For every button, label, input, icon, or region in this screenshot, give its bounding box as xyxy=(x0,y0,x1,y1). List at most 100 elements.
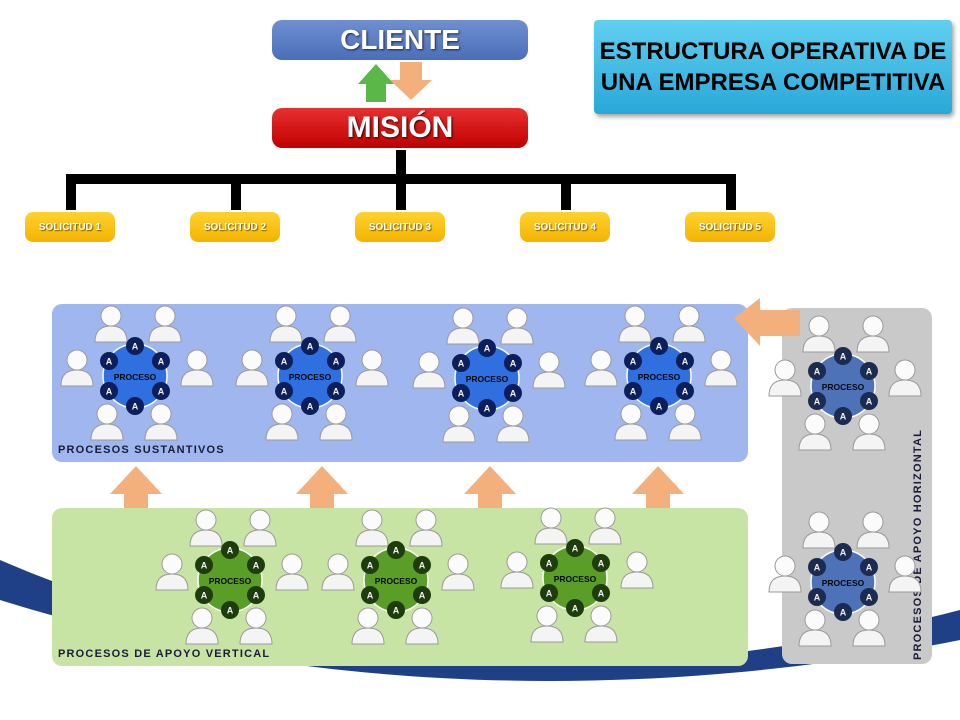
activity-node: A xyxy=(624,382,643,400)
person-icon xyxy=(180,349,214,387)
person-icon xyxy=(265,403,299,441)
activity-node-label: A xyxy=(367,561,374,571)
activity-node-label: A xyxy=(253,591,260,601)
activity-node-label: A xyxy=(201,561,208,571)
activity-node: A xyxy=(503,354,522,372)
activity-node-label: A xyxy=(840,352,847,362)
person-icon xyxy=(441,553,475,591)
person-icon xyxy=(355,509,389,547)
arrow-up-icon xyxy=(110,466,162,508)
activity-node-label: A xyxy=(572,544,579,554)
person-icon xyxy=(500,551,534,589)
solicitud-2: SOLICITUD 2 xyxy=(190,212,280,242)
activity-node: A xyxy=(859,558,878,576)
activity-node: A xyxy=(361,586,380,604)
activity-node: A xyxy=(834,347,852,365)
activity-node: A xyxy=(151,352,170,370)
activity-node: A xyxy=(387,601,405,619)
activity-node-label: A xyxy=(814,593,821,603)
activity-node-label: A xyxy=(281,387,288,397)
process-label: PROCESO xyxy=(375,576,418,586)
activity-node: A xyxy=(275,352,294,370)
activity-node: A xyxy=(808,392,827,410)
person-icon xyxy=(798,609,832,647)
activity-node-label: A xyxy=(227,606,234,616)
activity-node: A xyxy=(221,601,239,619)
activity-node: A xyxy=(591,554,610,572)
activity-node: A xyxy=(100,352,119,370)
activity-node-label: A xyxy=(630,387,637,397)
activity-node: A xyxy=(100,382,119,400)
activity-node-label: A xyxy=(546,589,553,599)
activity-node: A xyxy=(540,584,559,602)
activity-node-label: A xyxy=(866,563,873,573)
label-procesos-sustantivos: PROCESOS SUSTANTIVOS xyxy=(58,444,225,456)
activity-node-label: A xyxy=(840,608,847,618)
activity-node: A xyxy=(275,382,294,400)
person-icon xyxy=(412,351,446,389)
person-icon xyxy=(442,405,476,443)
person-icon xyxy=(351,607,385,645)
activity-node: A xyxy=(650,397,668,415)
activity-node: A xyxy=(834,603,852,621)
activity-node: A xyxy=(301,337,319,355)
activity-node-label: A xyxy=(546,559,553,569)
activity-node-label: A xyxy=(307,402,314,412)
activity-node-label: A xyxy=(572,604,579,614)
activity-node: A xyxy=(412,556,431,574)
title-line-1: ESTRUCTURA OPERATIVA DE xyxy=(599,38,947,65)
activity-node: A xyxy=(859,588,878,606)
person-icon xyxy=(185,607,219,645)
activity-node-label: A xyxy=(510,359,517,369)
activity-node: A xyxy=(808,558,827,576)
process-label: PROCESO xyxy=(822,382,865,392)
person-icon xyxy=(620,551,654,589)
activity-node-label: A xyxy=(393,606,400,616)
person-icon xyxy=(802,511,836,549)
activity-node-label: A xyxy=(866,367,873,377)
activity-node-label: A xyxy=(132,342,139,352)
person-icon xyxy=(856,315,890,353)
activity-node-label: A xyxy=(393,546,400,556)
person-icon xyxy=(584,349,618,387)
activity-node: A xyxy=(566,599,584,617)
title-line-2: UNA EMPRESA COMPETITIVA xyxy=(600,69,946,96)
person-icon xyxy=(60,349,94,387)
person-icon xyxy=(534,507,568,545)
person-icon xyxy=(614,403,648,441)
activity-node-label: A xyxy=(106,357,113,367)
person-icon xyxy=(319,403,353,441)
person-icon xyxy=(768,555,802,593)
activity-node-label: A xyxy=(419,561,426,571)
activity-node-label: A xyxy=(419,591,426,601)
mision-box: MISIÓN xyxy=(272,108,528,148)
process-label: PROCESO xyxy=(638,372,681,382)
solicitud-5: SOLICITUD 5 xyxy=(685,212,775,242)
activity-node-label: A xyxy=(682,387,689,397)
activity-node-label: A xyxy=(840,548,847,558)
person-icon xyxy=(530,605,564,643)
person-icon xyxy=(94,305,128,343)
process-label: PROCESO xyxy=(554,574,597,584)
activity-node-label: A xyxy=(458,359,465,369)
person-icon xyxy=(532,351,566,389)
activity-node-label: A xyxy=(656,402,663,412)
activity-node-label: A xyxy=(367,591,374,601)
arrow-up-icon xyxy=(296,466,348,508)
person-icon xyxy=(239,607,273,645)
activity-node: A xyxy=(859,362,878,380)
person-icon xyxy=(243,509,277,547)
arrow-down-icon xyxy=(390,62,432,100)
activity-node-label: A xyxy=(132,402,139,412)
activity-node: A xyxy=(834,543,852,561)
activity-node-label: A xyxy=(227,546,234,556)
person-icon xyxy=(672,305,706,343)
activity-node-label: A xyxy=(814,563,821,573)
process-label: PROCESO xyxy=(822,578,865,588)
activity-node-label: A xyxy=(598,559,605,569)
